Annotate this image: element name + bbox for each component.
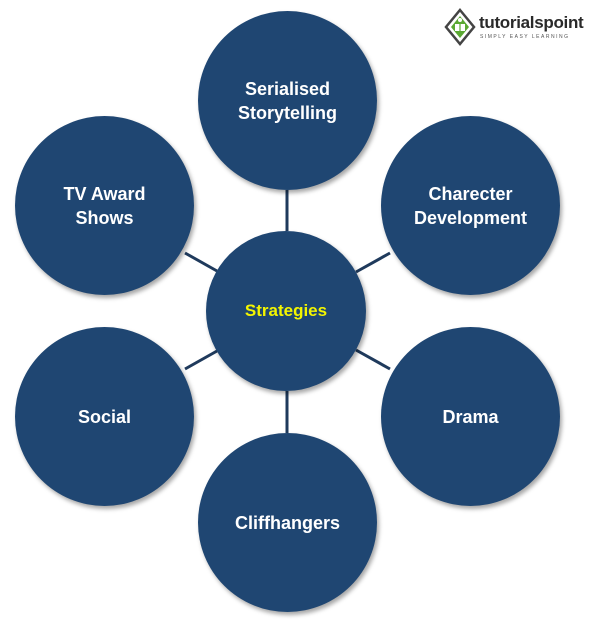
logo-wordmark: tutorialspoint — [479, 13, 584, 32]
node-tv-award-line2: Shows — [75, 207, 134, 228]
node-tv-award-line1: TV Award — [63, 183, 146, 204]
node-serialised-line2: Storytelling — [237, 102, 337, 123]
node-charecter-line2: Development — [413, 207, 528, 228]
node-serialised-storytelling: Serialised Storytelling — [198, 11, 377, 190]
node-social: Social — [15, 327, 194, 506]
node-drama: Drama — [381, 327, 560, 506]
node-charecter-development: Charecter Development — [381, 116, 560, 295]
connector-social — [184, 349, 218, 371]
logo-mark-icon — [444, 8, 476, 46]
tutorialspoint-logo: tutorialspoint SIMPLY EASY LEARNING — [443, 8, 584, 48]
node-social-label: Social — [77, 406, 132, 427]
connector-charecter — [355, 251, 391, 274]
logo-tagline: SIMPLY EASY LEARNING — [480, 34, 570, 40]
connector-drama — [355, 348, 391, 371]
node-charecter-line1: Charecter — [428, 183, 513, 204]
hub-node-strategies: Strategies — [206, 231, 366, 391]
node-serialised-line1: Serialised — [244, 78, 331, 99]
node-drama-label: Drama — [442, 406, 499, 427]
hub-label: Strategies — [244, 301, 328, 320]
node-cliffhangers: Cliffhangers — [198, 433, 377, 612]
node-tv-award-shows: TV Award Shows — [15, 116, 194, 295]
connector-tv-award — [184, 251, 218, 273]
node-cliffhangers-label: Cliffhangers — [234, 512, 340, 533]
